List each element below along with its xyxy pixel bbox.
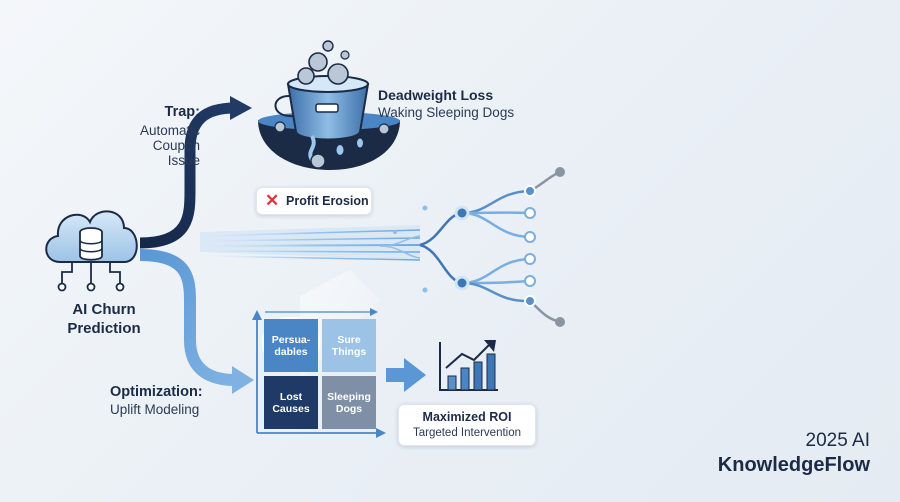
matrix-cell-persuadables: Persua-dables [264,319,318,372]
optimization-label: Optimization: Uplift Modeling [110,384,203,417]
lost-causes-line2: Causes [272,402,310,415]
center-title: AI Churn Prediction [52,300,156,338]
roi-card: Maximized ROI Targeted Intervention [398,404,536,446]
sure-things-line2: Things [331,345,367,358]
close-x-icon: ✕ [265,191,280,210]
roi-title: Maximized ROI [422,410,512,424]
persuadables-line1: Persua- [271,333,311,346]
optimization-title: Optimization: [110,384,203,400]
optimization-subtitle: Uplift Modeling [110,402,200,417]
deadweight-subtitle: Waking Sleeping Dogs [378,105,515,120]
trap-label: Trap: Automatic Coupon Issue [118,104,200,168]
roi-subtitle: Targeted Intervention [412,427,522,439]
deadweight-label: Deadweight Loss Waking Sleeping Dogs [378,87,514,120]
cloud-database-icon [45,210,138,292]
trap-title: Trap: [164,104,200,120]
sleeping-dogs-line1: Sleeping [327,390,371,403]
trap-arrow [139,96,252,249]
uplift-matrix-axes [252,308,386,438]
deadweight-title: Deadweight Loss [378,87,494,103]
matrix-to-roi-arrow [386,358,426,392]
growth-chart-icon [439,340,498,391]
network-nodes [393,167,565,327]
profit-erosion-card: ✕ Profit Erosion [256,187,372,215]
center-title-line1: AI Churn [72,301,136,318]
optimization-arrow [139,249,254,394]
center-title-line2: Prediction [67,320,141,337]
profit-erosion-label: Profit Erosion [286,194,369,208]
leaking-bucket-icon [258,40,400,170]
sure-things-line1: Sure [337,333,361,346]
lost-causes-line1: Lost [279,390,303,403]
brand-year: 2025 AI [805,430,870,451]
trap-line2: Coupon Issue [152,138,200,168]
sleeping-dogs-line2: Dogs [335,402,363,415]
persuadables-line2: dables [274,345,308,358]
brand-name: KnowledgeFlow [717,454,870,476]
trap-line1: Automatic [139,123,200,138]
